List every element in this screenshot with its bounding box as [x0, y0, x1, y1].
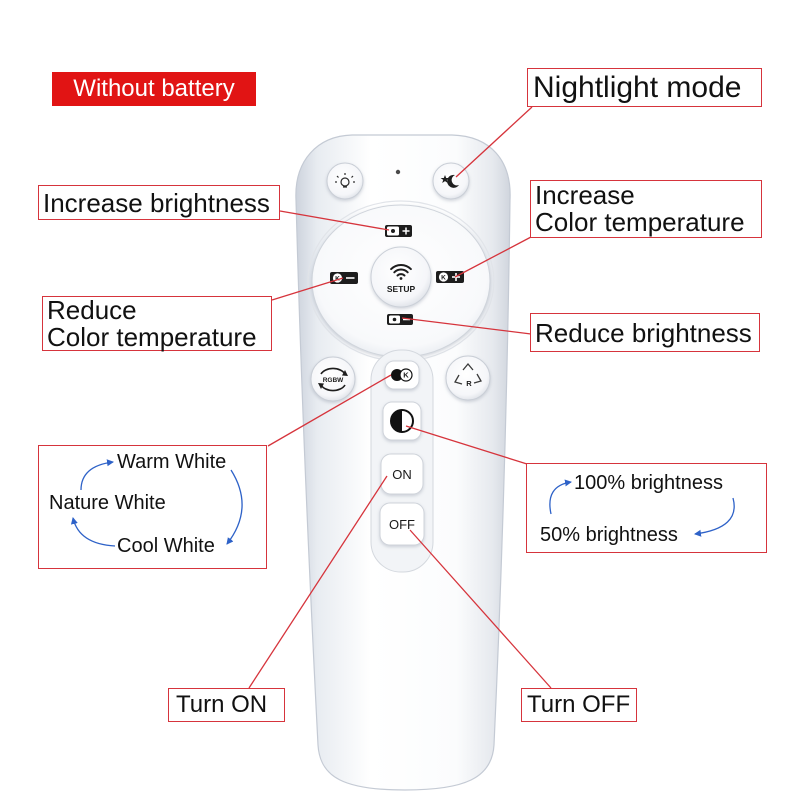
- reduce-brightness-callout: Reduce brightness: [530, 313, 760, 352]
- turn-off-callout: Turn OFF: [521, 688, 637, 722]
- nature-white-label: Nature White: [49, 492, 166, 514]
- leader-line-color-cycle: [267, 374, 392, 447]
- increase-brightness-callout: Increase brightness: [38, 185, 280, 220]
- setup-label: SETUP: [387, 284, 416, 294]
- color-temp-down-icon: K: [330, 272, 358, 284]
- arrow-warm-to-cool: [226, 469, 243, 545]
- arrow-half-to-full: [549, 479, 572, 515]
- off-button: [379, 502, 425, 546]
- rgbw-button: [310, 356, 356, 402]
- arrow-cool-to-nature: [70, 517, 116, 547]
- reduce-color-temp-callout: Reduce Color temperature: [42, 296, 272, 351]
- leader-line-nightlight: [455, 106, 533, 178]
- leader-line-increase-color-temp: [454, 236, 532, 278]
- brightness-down-icon: [387, 314, 413, 325]
- color-temp-down-k-label: K: [335, 275, 340, 282]
- leader-line-reduce-brightness: [401, 317, 532, 335]
- color-temp-up-icon: K: [436, 271, 464, 283]
- bulb-sun-icon: [335, 173, 355, 188]
- arrow-nature-to-warm: [80, 459, 114, 491]
- brightness-up-icon: [385, 225, 412, 237]
- recycle-label: R: [466, 379, 472, 388]
- setup-button: [370, 246, 432, 308]
- color-mode-k-label: K: [403, 371, 409, 380]
- on-button: [380, 453, 424, 495]
- nightlight-mode-callout: Nightlight mode: [527, 68, 762, 107]
- cool-white-label: Cool White: [117, 535, 215, 557]
- light-button: [326, 162, 364, 200]
- on-label: ON: [392, 467, 412, 482]
- brightness-cycle-box: 100% brightness 50% brightness: [526, 463, 767, 553]
- leader-lines: [248, 106, 552, 689]
- increase-color-temp-callout: Increase Color temperature: [530, 180, 762, 238]
- warm-white-label: Warm White: [117, 451, 227, 473]
- increase-color-temp-line2: Color temperature: [535, 207, 745, 237]
- recycle-button: [445, 355, 491, 401]
- color-temp-k-icon: K: [391, 368, 413, 382]
- arrow-full-to-half: [694, 497, 735, 537]
- wifi-icon: [390, 264, 412, 280]
- reduce-color-temp-line1: Reduce: [47, 294, 137, 325]
- color-temp-up-k-label: K: [441, 274, 446, 281]
- leader-line-reduce-color-temp: [271, 277, 344, 301]
- leader-line-turn-off: [409, 529, 552, 689]
- rgbw-label: RGBW: [323, 377, 344, 384]
- reduce-color-temp-line2: Color temperature: [47, 321, 257, 352]
- off-label: OFF: [389, 517, 415, 532]
- rgbw-cycle-icon: [318, 367, 348, 392]
- moon-star-icon: [440, 174, 459, 188]
- half-brightness-label: 50% brightness: [540, 524, 678, 546]
- half-circle-icon: [390, 409, 414, 433]
- turn-on-callout: Turn ON: [168, 688, 285, 722]
- full-brightness-label: 100% brightness: [574, 472, 723, 494]
- ir-indicator-dot: [395, 169, 401, 175]
- increase-color-temp-line1: Increase: [535, 180, 635, 210]
- leader-line-brightness-cycle: [405, 425, 528, 465]
- recycle-icon: [454, 362, 482, 385]
- color-cycle-box: Warm White Nature White Cool White: [38, 445, 267, 569]
- leader-line-increase-brightness: [279, 210, 390, 231]
- leader-line-turn-on: [248, 475, 388, 689]
- without-battery-badge: Without battery: [52, 72, 256, 106]
- brightness-cycle-arrows: [549, 479, 735, 537]
- color-cycle-arrows: [70, 459, 243, 547]
